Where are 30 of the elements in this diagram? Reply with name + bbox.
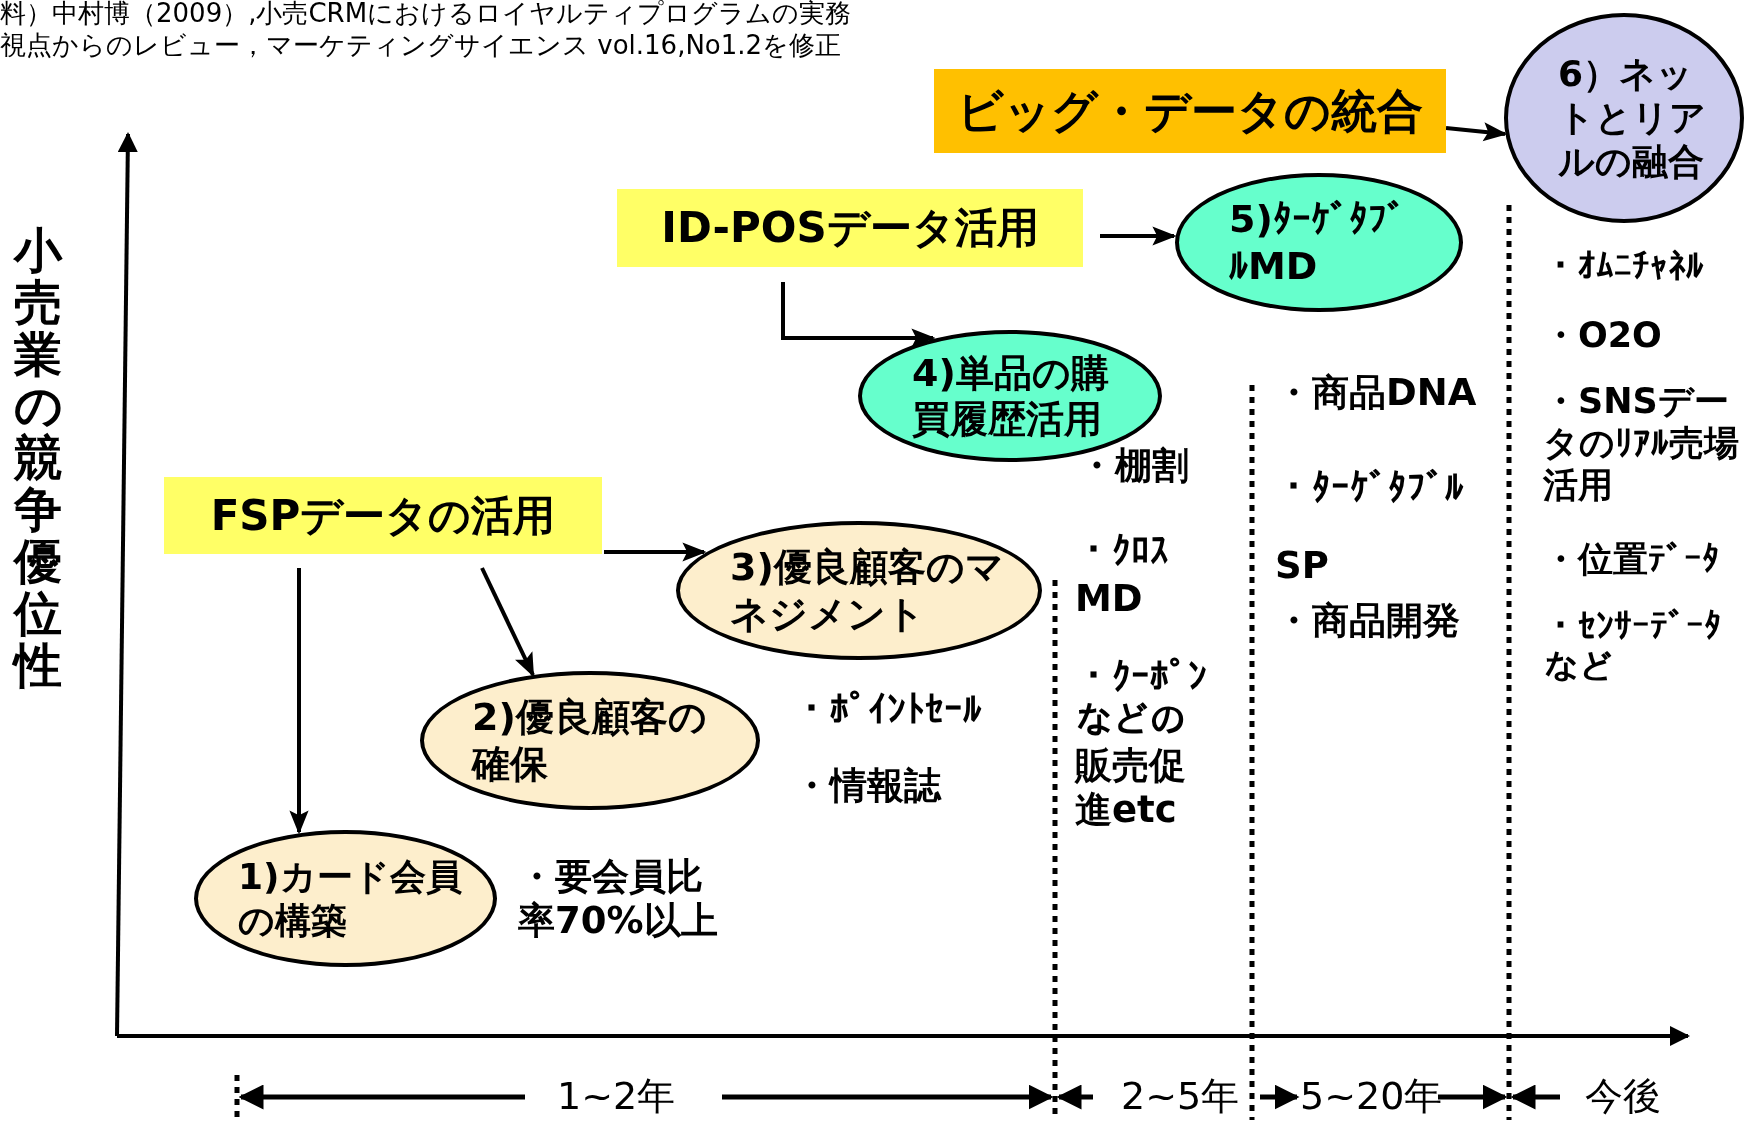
bullet-text: ・SNSデータのﾘｱﾙ売場活用 <box>1543 380 1740 506</box>
source-note: 料）中村博（2009）,小売CRMにおけるロイヤルティプログラムの実務 <box>0 0 852 30</box>
period-label: 今後 <box>1585 1074 1661 1120</box>
heading-box: FSPデータの活用 <box>164 477 602 554</box>
arrow <box>1100 226 1177 246</box>
source-note: 視点からのレビュー，マーケティングサイエンス vol.16,No1.2を修正 <box>0 30 842 62</box>
bullet-text: ・情報誌 <box>793 764 941 809</box>
bullet-text: ・ｸｰﾎﾟﾝなどの販売促進etc <box>1075 655 1208 833</box>
bullet-text: ・商品DNA <box>1275 371 1477 416</box>
period-label: 2~5年 <box>1121 1074 1240 1120</box>
ellipse-node: 3)優良顧客のマネジメント <box>676 521 1042 660</box>
period-label: 1~2年 <box>557 1074 676 1120</box>
circle-node: 6）ネットとリアルの融合 <box>1504 13 1744 223</box>
bullet-text: ・ﾀｰｹﾞﾀﾌﾞﾙSP <box>1275 465 1465 589</box>
ellipse-node: 1)カード会員の構築 <box>194 830 497 967</box>
bullet-text: ・O2O <box>1543 314 1662 356</box>
arrow <box>604 542 707 562</box>
title-box: ビッグ・データの統合 <box>934 69 1446 153</box>
bullet-text: ・要会員比率70%以上 <box>518 855 719 944</box>
period-label: 5~20年 <box>1300 1074 1443 1120</box>
bullet-text: ・位置ﾃﾞｰﾀ <box>1543 538 1720 580</box>
ellipse-node: 2)優良顧客の確保 <box>420 671 760 810</box>
bullet-text: ・ｸﾛｽMD <box>1075 528 1170 623</box>
bullet-text: ・商品開発 <box>1275 599 1460 644</box>
bullet-text: ・ｵﾑﾆﾁｬﾈﾙ <box>1543 245 1704 287</box>
heading-box: ID-POSデータ活用 <box>617 189 1083 267</box>
axis-title: 小売業の競争優位性 <box>14 225 62 692</box>
bullet-text: ・ﾎﾟｲﾝﾄｾｰﾙ <box>793 688 982 733</box>
ellipse-node: 5)ﾀｰｹﾞﾀﾌﾞﾙMD <box>1175 173 1463 312</box>
bullet-text: ・ｾﾝｻｰﾃﾞｰﾀなど <box>1543 605 1723 689</box>
